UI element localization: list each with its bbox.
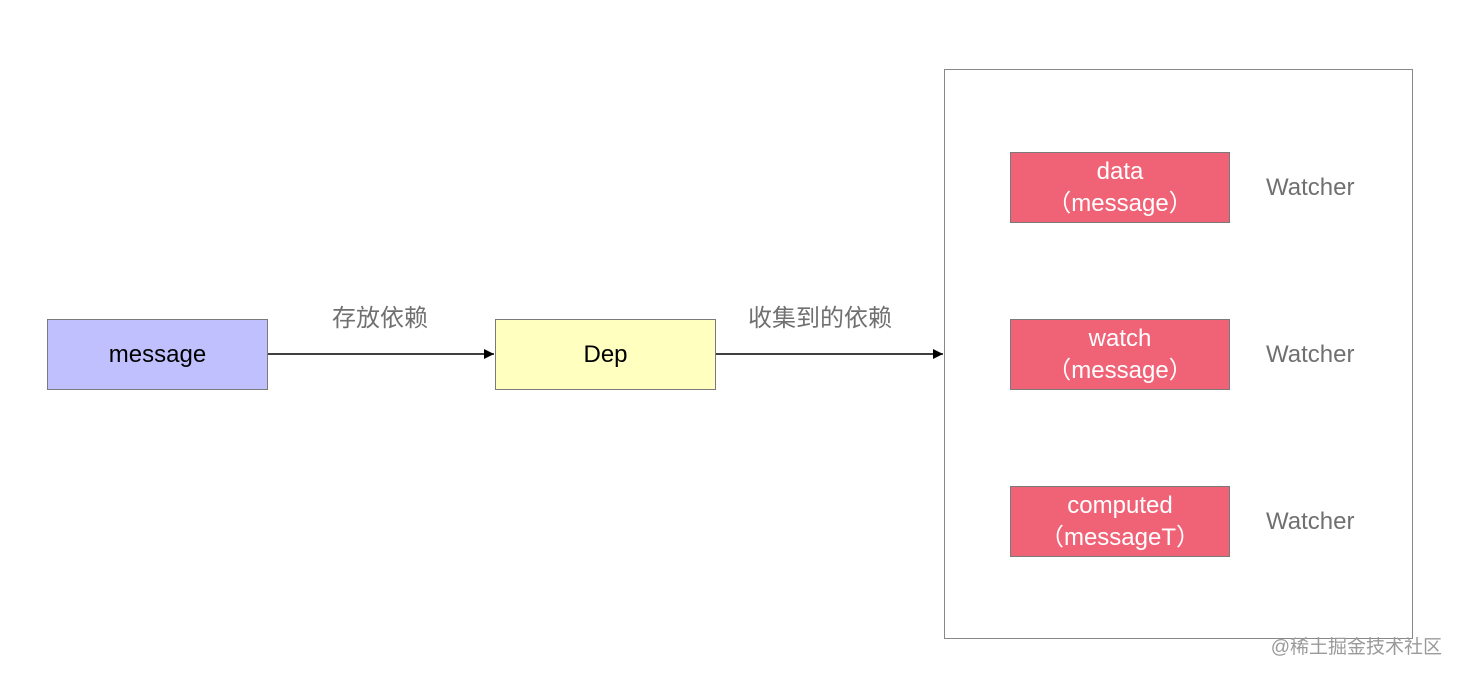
watcher-label: Watcher (1266, 508, 1355, 535)
watcher-label: Watcher (1266, 341, 1355, 368)
watermark: @稀土掘金技术社区 (1270, 637, 1442, 658)
watcher-box-line1: computed (1067, 491, 1173, 519)
watcher-box-computed: computed （messageT） (1010, 486, 1230, 557)
edge-label-store-deps: 存放依赖 (332, 305, 428, 332)
watcher-box-line1: data (1096, 157, 1144, 185)
watcher-box-line2: （message） (1047, 189, 1193, 217)
watcher-label: Watcher (1266, 174, 1355, 201)
dep-node: Dep (495, 319, 716, 390)
watcher-box-line2: （message） (1047, 356, 1193, 384)
edge-label-collected-deps: 收集到的依赖 (748, 305, 892, 332)
message-node-label: message (108, 340, 207, 368)
watcher-box-watch: watch （message） (1010, 319, 1230, 390)
message-node: message (47, 319, 268, 390)
watcher-box-line1: watch (1088, 324, 1152, 352)
dep-node-label: Dep (583, 340, 628, 368)
watchers-container (944, 69, 1413, 639)
watcher-box-data: data （message） (1010, 152, 1230, 223)
watcher-box-line2: （messageT） (1039, 523, 1201, 551)
